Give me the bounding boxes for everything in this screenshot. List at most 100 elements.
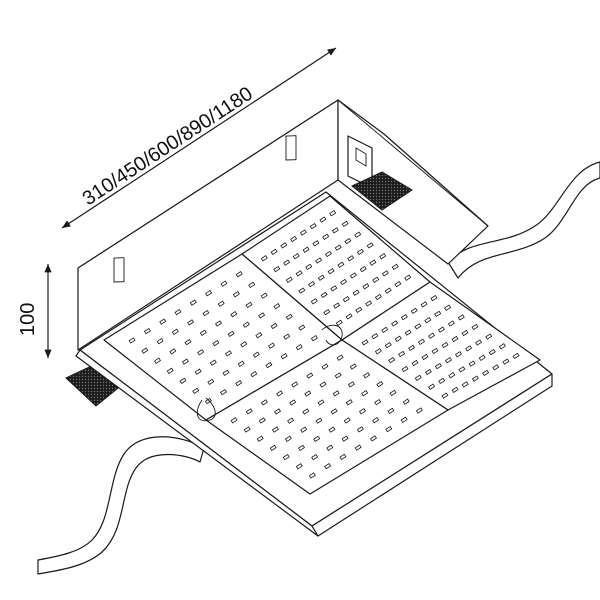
led-slot bbox=[295, 463, 303, 470]
led-slot bbox=[370, 435, 377, 442]
led-slot bbox=[414, 323, 422, 330]
led-slot bbox=[192, 387, 200, 395]
led-slot bbox=[283, 259, 291, 266]
led-slot bbox=[347, 255, 355, 262]
led-slot bbox=[258, 312, 266, 319]
trim-right-face bbox=[311, 373, 553, 537]
led-slot bbox=[258, 417, 266, 424]
led-slot bbox=[295, 270, 303, 277]
led-slot bbox=[220, 280, 228, 287]
led-slot bbox=[313, 435, 321, 442]
led-slot bbox=[333, 302, 341, 309]
led-slot bbox=[354, 231, 362, 238]
led-slot bbox=[334, 372, 342, 379]
led-slot bbox=[447, 320, 455, 327]
led-slot bbox=[400, 416, 408, 423]
led-slot bbox=[478, 354, 486, 361]
connector-wire bbox=[196, 397, 216, 422]
led-slot bbox=[260, 292, 268, 299]
led-slot bbox=[335, 319, 343, 326]
led-slot bbox=[242, 321, 250, 328]
led-slot bbox=[189, 299, 197, 306]
led-slot bbox=[424, 317, 432, 324]
led-slot bbox=[310, 335, 318, 342]
led-panel-bottom bbox=[205, 339, 449, 495]
housing-right-wall bbox=[337, 99, 489, 265]
led-slot bbox=[169, 348, 177, 355]
led-slot bbox=[341, 220, 349, 228]
led-slot bbox=[298, 287, 306, 294]
led-slot bbox=[434, 310, 442, 318]
led-slot bbox=[451, 335, 459, 343]
led-slot bbox=[230, 311, 238, 318]
led-slot bbox=[268, 342, 275, 349]
led-slot bbox=[356, 248, 364, 256]
led-slot bbox=[298, 324, 306, 331]
led-slot bbox=[402, 398, 410, 405]
led-slot bbox=[329, 210, 337, 217]
led-slot bbox=[408, 344, 416, 352]
led-slot bbox=[441, 341, 449, 349]
led-slot bbox=[372, 276, 380, 283]
led-slot bbox=[344, 237, 352, 245]
led-slot bbox=[159, 318, 167, 325]
led-slot bbox=[363, 372, 371, 379]
led-slot bbox=[448, 372, 456, 379]
led-slot bbox=[388, 356, 396, 364]
led-slot bbox=[342, 296, 350, 303]
cable-left bbox=[37, 436, 205, 575]
led-slot bbox=[366, 242, 374, 249]
led-slot bbox=[369, 259, 377, 266]
led-slot bbox=[215, 320, 222, 327]
led-slot bbox=[434, 362, 442, 370]
led-slot bbox=[273, 265, 281, 273]
led-slot bbox=[381, 326, 389, 333]
led-slot bbox=[237, 360, 245, 367]
led-slot bbox=[365, 300, 373, 307]
led-slot bbox=[445, 357, 452, 364]
led-slot bbox=[455, 351, 462, 358]
led-slot bbox=[209, 359, 217, 366]
led-slot bbox=[248, 281, 256, 289]
led-slot bbox=[319, 216, 327, 223]
led-slot bbox=[319, 381, 327, 388]
led-slot bbox=[309, 222, 317, 230]
led-slot bbox=[355, 306, 363, 314]
led-slot bbox=[171, 328, 179, 335]
led-slot bbox=[389, 389, 397, 397]
led-slot bbox=[431, 347, 439, 355]
led-slot bbox=[428, 332, 435, 339]
led-slot bbox=[321, 363, 329, 370]
led-slot bbox=[438, 377, 446, 385]
led-slot bbox=[306, 372, 314, 379]
led-slot bbox=[225, 350, 232, 357]
led-slot bbox=[298, 444, 305, 452]
led-slot bbox=[326, 444, 334, 451]
led-slot bbox=[347, 381, 355, 388]
led-slot bbox=[166, 367, 174, 374]
led-slot bbox=[324, 250, 332, 258]
led-slot bbox=[285, 313, 293, 321]
led-slot bbox=[362, 283, 370, 290]
mount-slot bbox=[285, 135, 297, 161]
led-slot bbox=[398, 350, 406, 358]
led-slot bbox=[179, 377, 187, 385]
led-slot bbox=[295, 344, 303, 351]
led-slot bbox=[273, 303, 281, 310]
led-slot bbox=[394, 335, 402, 342]
led-slot bbox=[385, 425, 393, 433]
led-slot bbox=[492, 364, 500, 371]
led-slot bbox=[349, 272, 357, 279]
led-slot bbox=[287, 417, 295, 424]
led-slot bbox=[415, 407, 423, 414]
led-slot bbox=[411, 359, 419, 367]
led-slot bbox=[255, 332, 263, 339]
led-slot bbox=[458, 366, 466, 373]
led-slot bbox=[202, 309, 210, 317]
led-slot bbox=[341, 435, 349, 442]
led-slot bbox=[250, 370, 258, 378]
led-slot bbox=[270, 322, 278, 330]
led-slot bbox=[304, 390, 312, 397]
led-slot bbox=[332, 390, 340, 397]
